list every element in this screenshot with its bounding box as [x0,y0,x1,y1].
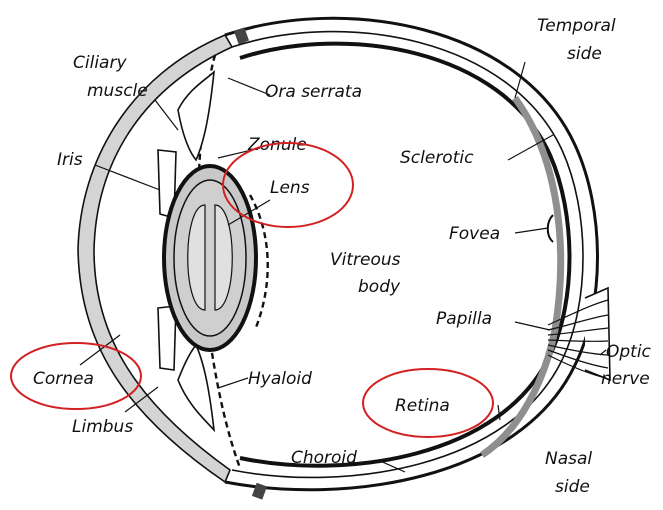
ciliary-body-top [178,72,214,160]
ciliary-body-bottom [178,345,214,430]
label-temporal-side-line2: side [567,44,602,64]
label-iris: Iris [57,150,83,170]
lens [164,166,256,350]
label-cornea: Cornea [33,369,94,389]
label-vitreous-body-line1: Vitreous [330,250,401,270]
label-retina: Retina [395,396,450,416]
label-nasal-side-line1: Nasal [545,449,592,469]
label-sclerotic: Sclerotic [400,148,474,168]
label-optic-nerve-line1: Optic [606,342,652,362]
label-papilla: Papilla [436,309,492,329]
label-optic-nerve-line2: nerve [601,369,650,389]
label-fovea: Fovea [449,224,500,244]
label-ciliary-muscle-line2: muscle [87,81,148,101]
fovea-pit [548,215,553,242]
label-zonule: Zonule [247,135,307,155]
label-temporal-side-line1: Temporal [537,16,616,36]
label-choroid: Choroid [291,448,357,468]
label-ora-serrata: Ora serrata [265,82,362,102]
label-ciliary-muscle-line1: Ciliary [73,53,127,73]
label-lens: Lens [270,178,310,198]
label-limbus: Limbus [72,417,133,437]
label-hyaloid: Hyaloid [248,369,312,389]
label-nasal-side-line2: side [555,477,590,497]
label-vitreous-body-line2: body [358,277,401,297]
